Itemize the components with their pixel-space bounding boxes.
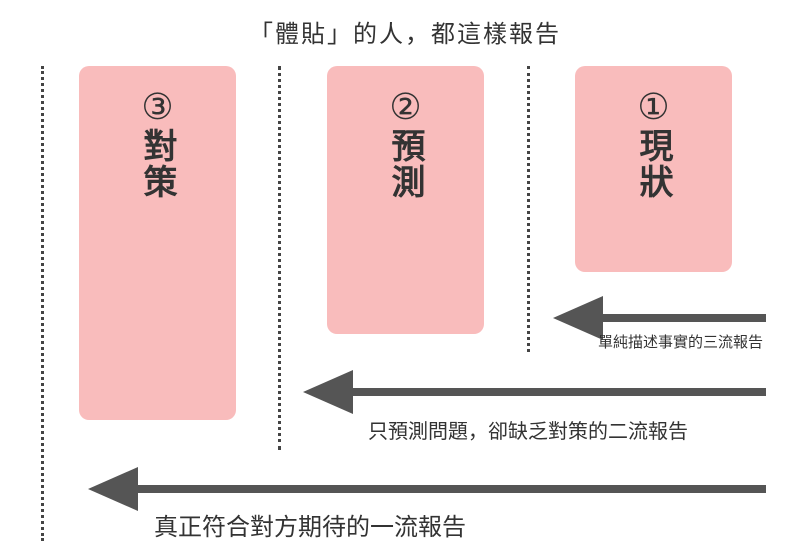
label-first-class: 真正符合對方期待的一流報告 <box>154 513 466 541</box>
dotted-divider-right <box>527 66 530 352</box>
diagram-title: 「體貼」的人，都這樣報告 <box>249 20 561 48</box>
arrow-first-class <box>88 467 766 511</box>
box-number: ③ <box>141 87 174 128</box>
box-number: ② <box>389 87 422 128</box>
arrow-third-class <box>553 296 766 340</box>
box-label: 現狀 <box>633 128 673 200</box>
arrow-shaft <box>346 388 766 396</box>
box-countermeasure: ③ 對策 <box>79 66 236 420</box>
dotted-divider-left <box>41 66 44 541</box>
arrow-head <box>303 370 353 414</box>
dotted-divider-middle <box>278 66 281 450</box>
arrow-shaft <box>596 314 766 322</box>
box-prediction: ② 預測 <box>327 66 484 334</box>
arrow-second-class <box>303 370 766 414</box>
box-current-status: ① 現狀 <box>575 66 732 272</box>
arrow-shaft <box>130 485 766 493</box>
label-third-class: 單純描述事實的三流報告 <box>598 333 764 351</box>
box-number: ① <box>637 87 670 128</box>
arrow-head <box>553 296 603 340</box>
box-label: 對策 <box>137 128 177 200</box>
label-second-class: 只預測問題，卻缺乏對策的二流報告 <box>368 419 688 443</box>
arrow-head <box>88 467 138 511</box>
box-label: 預測 <box>385 128 425 200</box>
